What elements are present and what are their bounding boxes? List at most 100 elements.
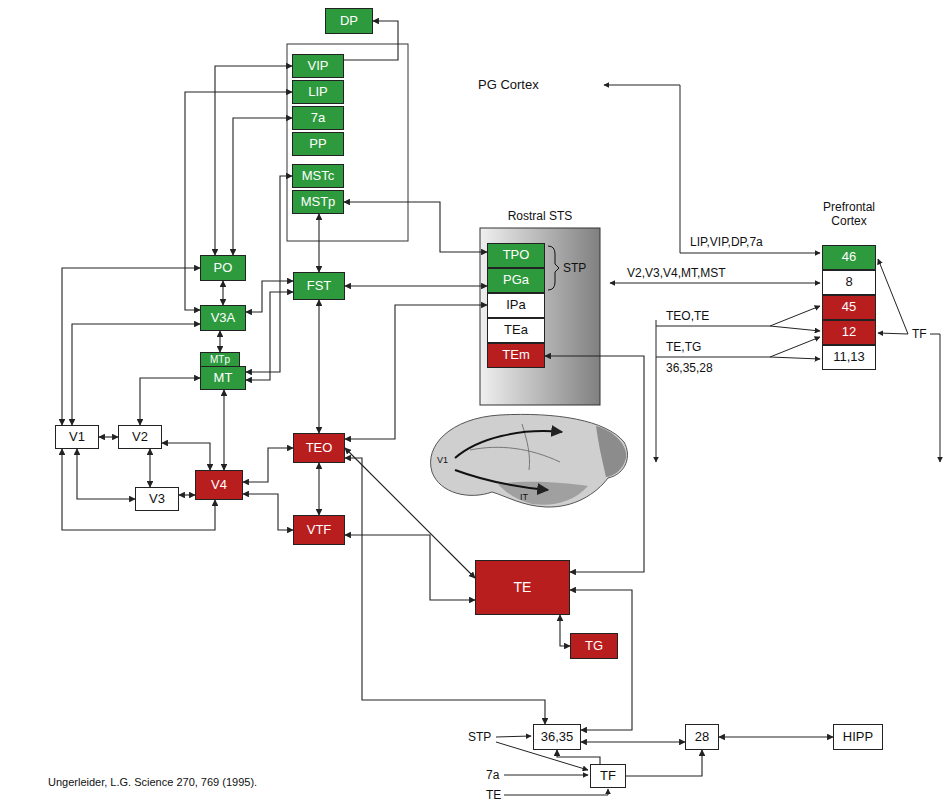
pathway-connector: [149, 449, 150, 487]
leader-line: [504, 789, 608, 795]
area-label: V2,V3,V4,MT,MST: [627, 266, 726, 280]
pathway-connector: [72, 324, 200, 425]
area-box: IPa: [487, 293, 545, 318]
pathway-connector: [581, 741, 685, 742]
area-group: Rostral STSTPOPGaIPaTEaTEm: [470, 205, 605, 405]
pathway-connector: [318, 463, 319, 515]
pathway-connector: [626, 750, 702, 776]
group-heading: Prefrontal Cortex: [804, 200, 894, 228]
area-name: HIPP: [843, 730, 873, 744]
area-name: MT: [214, 371, 233, 385]
bracket: [548, 246, 559, 290]
pathway-connector: [179, 494, 195, 495]
area-box: TEa: [487, 318, 545, 343]
area-label: V1: [437, 455, 448, 466]
area-name: FST: [307, 279, 332, 293]
area-group: Prefrontal Cortex 468 45 12 11,13: [804, 196, 894, 372]
area-box: 46: [822, 245, 876, 270]
leader-line: [604, 85, 820, 253]
area-label: STP: [468, 730, 491, 744]
ventral-arrow: [455, 470, 548, 490]
area-name: LIP: [308, 85, 328, 99]
area-name: MSTc: [302, 169, 335, 183]
sulcus: [470, 447, 560, 462]
pathway-connector: [318, 300, 319, 433]
area-box: TPO: [487, 243, 545, 268]
area-name: V3A: [211, 311, 236, 325]
area-name: TPO: [503, 248, 530, 262]
area-box: MTp: [200, 352, 240, 367]
area-box: V3: [135, 487, 179, 511]
area-name: DP: [340, 14, 358, 28]
area-name: 12: [842, 325, 856, 339]
leader-line: [878, 333, 908, 334]
area-box: TEO: [293, 433, 345, 463]
pathway-connector: [62, 268, 200, 425]
pathway-connector: [233, 118, 292, 255]
pathway-connector: [62, 449, 215, 530]
area-name: TF: [600, 769, 616, 783]
area-name: 45: [842, 300, 856, 314]
pathway-connector: [246, 176, 292, 372]
sts-region: [480, 228, 600, 405]
area-box: 45: [822, 295, 876, 320]
pathway-connector: [318, 214, 319, 272]
leader-line: [930, 334, 940, 462]
pathway-connector: [222, 281, 223, 305]
area-box: 7a: [292, 106, 344, 130]
area-name: PP: [309, 137, 326, 151]
frontal-region: [596, 426, 626, 477]
area-box: PO: [200, 255, 246, 281]
pathway-connector: [345, 458, 545, 724]
area-name: TEO: [306, 441, 333, 455]
leader-line: [770, 326, 820, 331]
pathway-connector: [345, 448, 475, 578]
area-box: MT: [200, 366, 246, 390]
area-name: 36,35: [541, 730, 574, 744]
pathway-connector: [243, 448, 293, 482]
area-name: TE: [514, 580, 532, 595]
area-label: TE: [486, 788, 501, 802]
area-box: FST: [293, 272, 345, 300]
pathway-connector: [557, 750, 600, 764]
pathway-connector: [719, 736, 833, 737]
area-name: V1: [69, 430, 85, 444]
area-name: PGa: [503, 273, 529, 287]
area-box: TF: [590, 764, 626, 788]
pathway-connector: [243, 494, 293, 530]
area-box: 28: [685, 724, 719, 750]
area-name: IPa: [506, 298, 526, 312]
area-name: VTF: [307, 523, 332, 537]
area-name: 11,13: [833, 350, 865, 364]
area-name: TG: [585, 639, 603, 653]
area-box: 11,13: [822, 345, 876, 370]
pathway-connector: [345, 305, 487, 439]
area-label: IT: [520, 492, 528, 503]
parietal-frame: [287, 44, 408, 241]
pathway-connector: [345, 285, 487, 286]
pathway-connector: [219, 331, 220, 352]
area-box: DP: [325, 8, 373, 34]
area-label: 7a: [486, 768, 499, 782]
area-name: VIP: [308, 59, 329, 73]
area-box: PGa: [487, 268, 545, 293]
area-label: TEO,TE: [666, 309, 709, 323]
area-box: V3A: [200, 305, 246, 331]
area-box: 8: [822, 270, 876, 295]
pathway-connector: [545, 356, 644, 572]
area-box: PP: [292, 132, 344, 156]
leader-line: [656, 306, 820, 326]
pathway-connector: [344, 202, 487, 252]
area-label: TE,TG: [666, 340, 701, 354]
area-label: TF: [912, 327, 927, 341]
leader-line: [610, 283, 820, 284]
pathway-connector: [345, 535, 475, 600]
area-box: 36,35: [533, 724, 581, 750]
area-name: V2: [132, 430, 148, 444]
area-name: 28: [695, 730, 709, 744]
dorsal-arrow: [455, 431, 562, 458]
area-label: PG Cortex: [478, 77, 539, 92]
brain-outline: [431, 414, 628, 507]
